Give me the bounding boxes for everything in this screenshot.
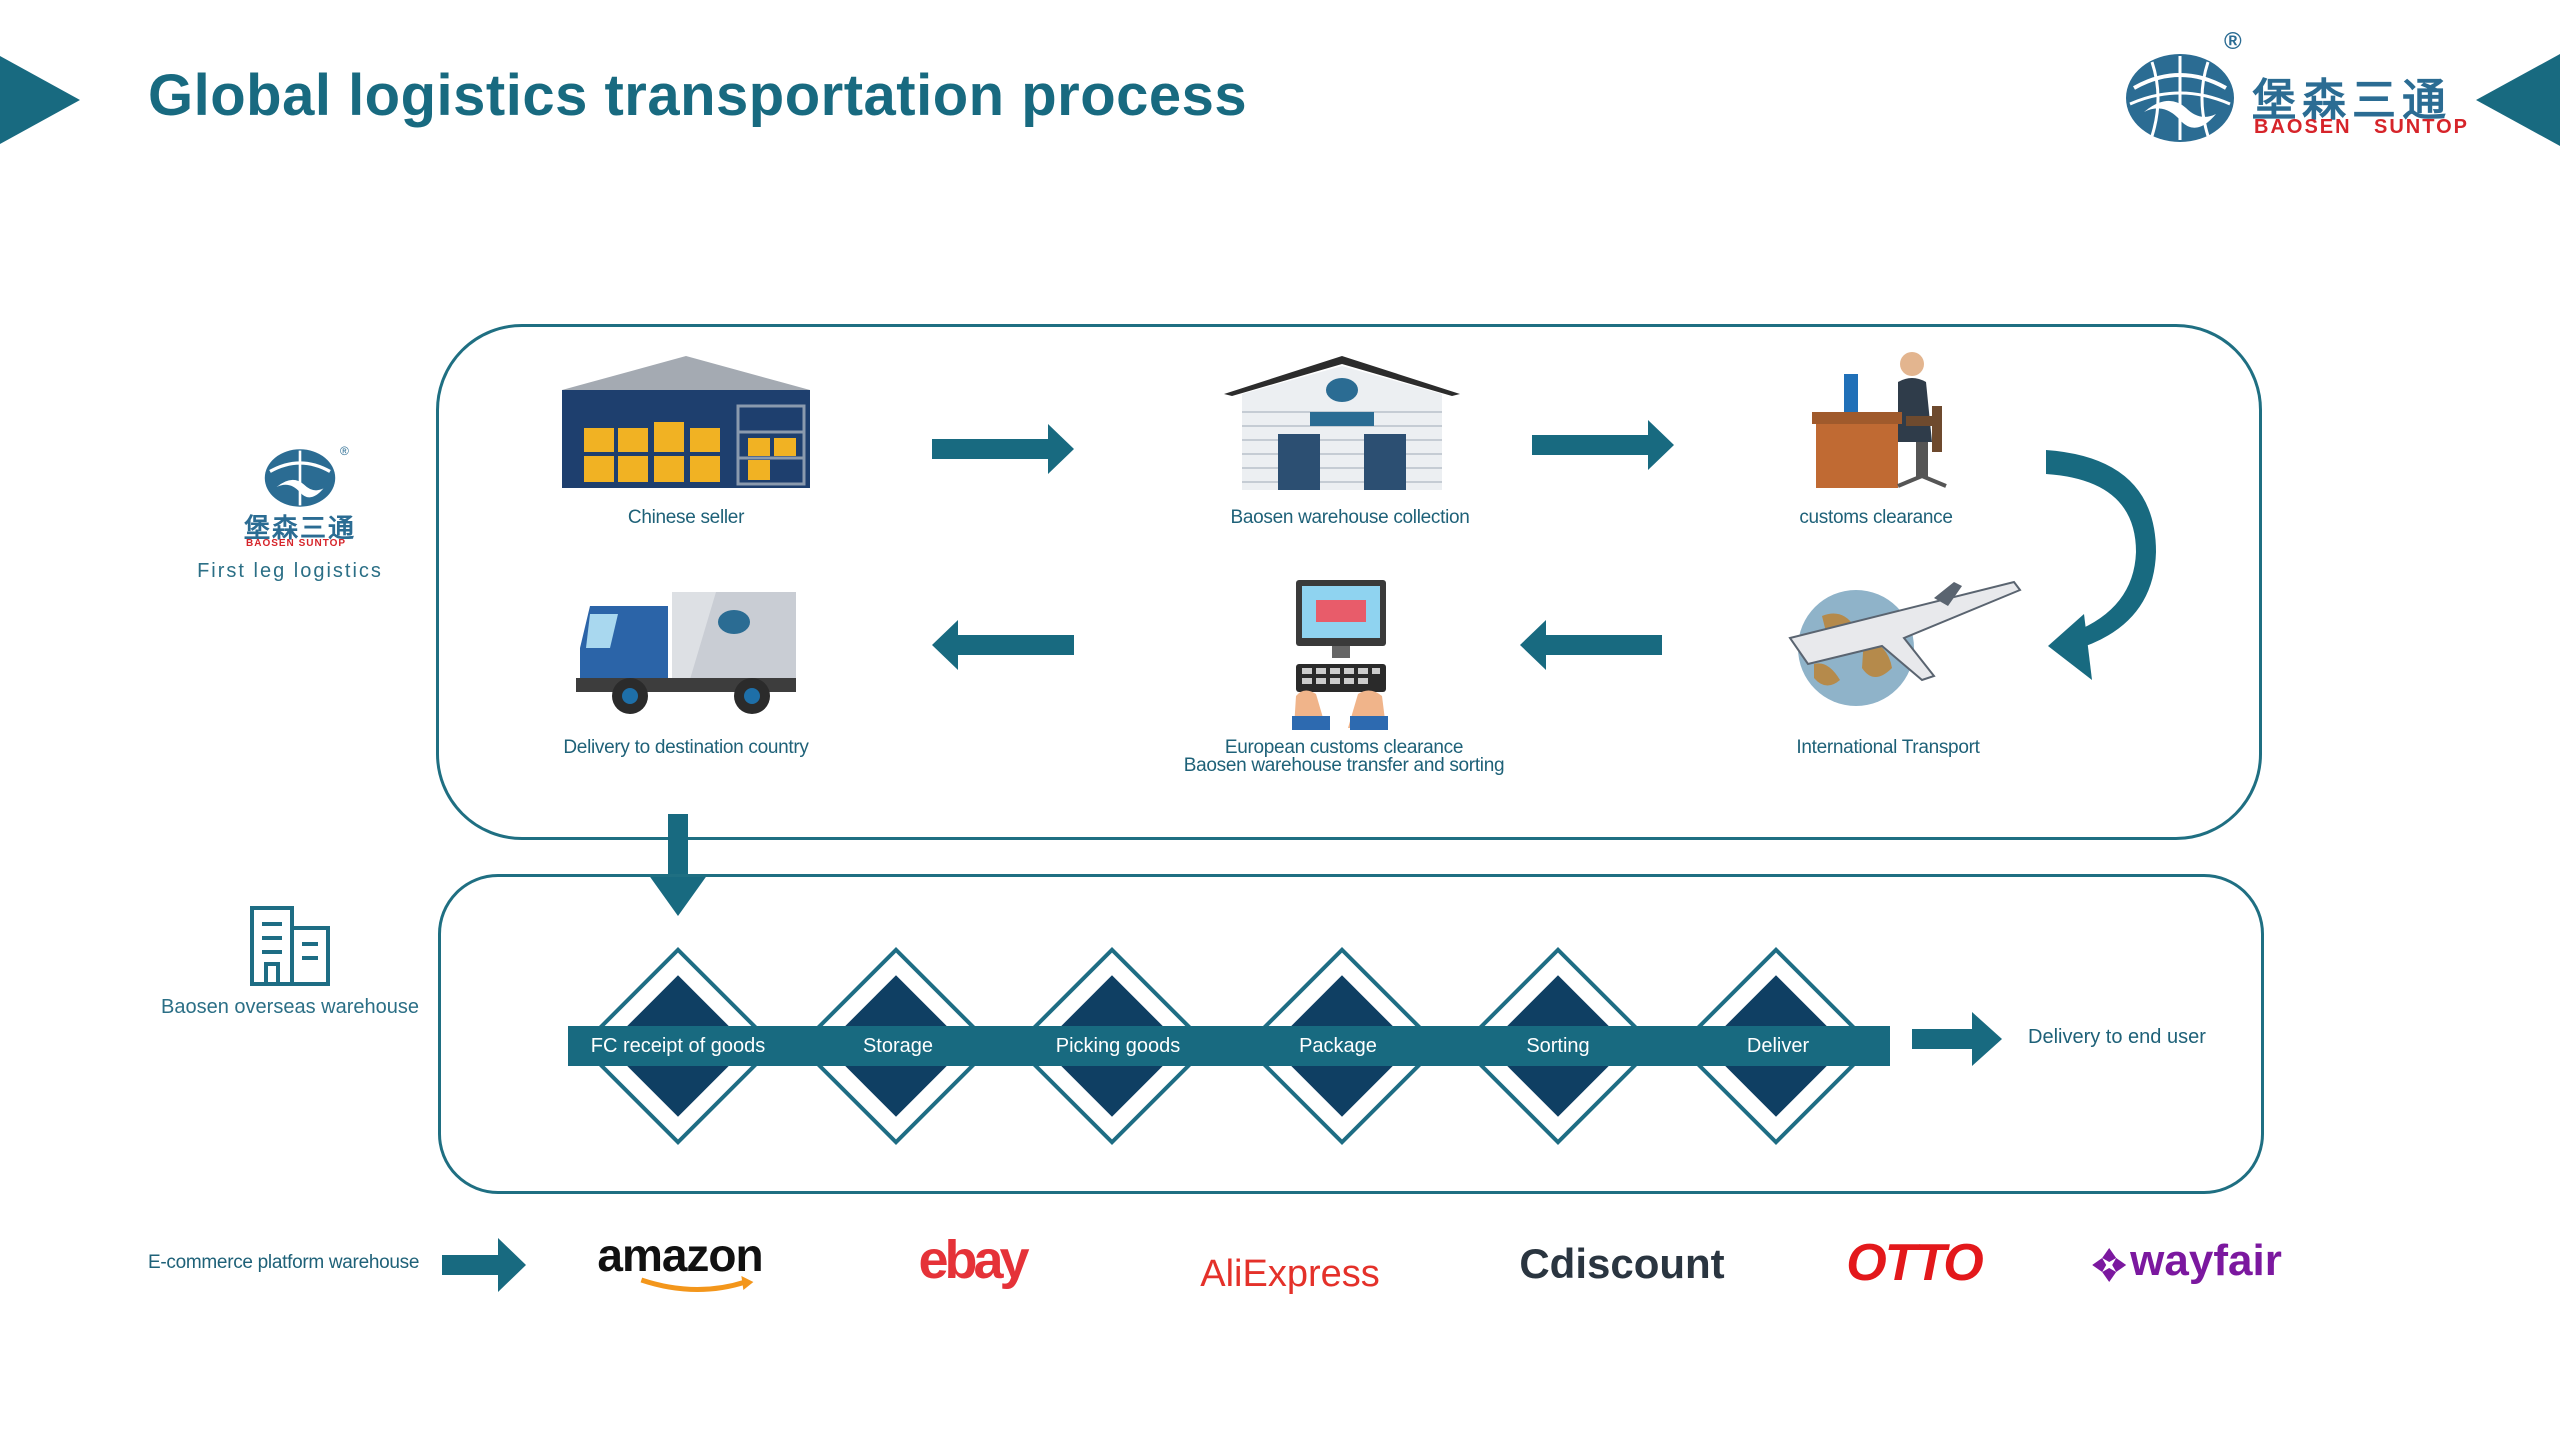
step-european-customs-label-1: European customs clearance xyxy=(1224,737,1464,758)
first-leg-label: First leg logistics xyxy=(197,560,383,582)
stage-deliver-label: Deliver xyxy=(1746,1035,1810,1057)
ecommerce-label: E-commerce platform warehouse xyxy=(148,1252,420,1273)
ebay-logo-text: ebay xyxy=(918,1230,1029,1290)
small-brand-en-left: BAOSEN xyxy=(246,538,295,549)
page-title: Global logistics transportation process xyxy=(148,63,1248,128)
arrow-right-icon xyxy=(932,424,1074,474)
step-baosen-collection-label: Baosen warehouse collection xyxy=(1230,507,1470,528)
arrow-down-icon xyxy=(648,814,708,916)
amazon-logo-text: amazon xyxy=(597,1229,763,1281)
aliexpress-logo: AliExpress xyxy=(1200,1254,1380,1294)
arrow-left-icon xyxy=(932,620,1074,670)
arrow-left-icon xyxy=(1520,620,1662,670)
wayfair-pinwheel-icon xyxy=(2092,1248,2127,1282)
ebay-logo: ebay xyxy=(918,1230,1029,1290)
brand-chinese-name: 堡森三通 xyxy=(2252,76,2452,125)
registered-mark: ® xyxy=(2224,28,2242,55)
office-worker-icon xyxy=(1812,352,1947,488)
left-corner-triangle xyxy=(0,56,80,144)
building-icon xyxy=(250,906,330,986)
brand-logo: 堡森三通 BAOSEN SUNTOP ® xyxy=(2124,28,2467,148)
otto-logo-text: OTTO xyxy=(1846,1234,1983,1292)
wayfair-logo-text: wayfair xyxy=(2130,1236,2282,1285)
overseas-warehouse-panel xyxy=(438,874,2264,1194)
overseas-warehouse-label: Baosen overseas warehouse xyxy=(161,996,419,1018)
stage-bar xyxy=(568,1026,1890,1066)
stage-package-label: Package xyxy=(1299,1035,1377,1057)
cdiscount-logo-text: Cdiscount xyxy=(1519,1240,1725,1287)
arrow-right-icon xyxy=(1532,420,1674,470)
storage-building-icon xyxy=(1224,356,1460,490)
stage-storage-label: Storage xyxy=(862,1035,934,1057)
step-chinese-seller-label: Chinese seller xyxy=(627,507,745,528)
warehouse-icon xyxy=(562,356,810,488)
stage-fc-receipt-label: FC receipt of goods xyxy=(590,1035,766,1057)
brand-english-right: SUNTOP xyxy=(2374,116,2469,138)
right-corner-triangle xyxy=(2476,54,2560,146)
small-registered-mark: ® xyxy=(340,444,349,458)
globe-logo-icon xyxy=(2126,54,2234,142)
first-leg-panel xyxy=(436,324,2262,840)
step-delivery-destination-label: Delivery to destination country xyxy=(563,737,809,758)
truck-icon xyxy=(576,592,796,714)
step-international-transport-label: International Transport xyxy=(1796,737,1980,758)
cdiscount-logo: Cdiscount xyxy=(1519,1242,1724,1286)
amazon-logo: amazon xyxy=(597,1229,764,1293)
first-leg-logo: ® 堡森三通 BAOSEN SUNTOP xyxy=(240,444,360,549)
small-brand-en: BAOSEN SUNTOP xyxy=(246,538,346,549)
otto-logo: OTTO xyxy=(1846,1234,1983,1292)
small-globe-logo-icon xyxy=(264,449,336,507)
small-brand-cn: 堡森三通 xyxy=(244,513,357,543)
step-customs-clearance-label: customs clearance xyxy=(1799,507,1953,528)
aliexpress-logo-text: AliExpress xyxy=(1200,1253,1380,1295)
end-user-label: Delivery to end user xyxy=(2028,1026,2206,1048)
small-brand-en-right: SUNTOP xyxy=(298,538,347,549)
brand-english-left: BAOSEN xyxy=(2254,116,2352,138)
step-european-customs-label-2: Baosen warehouse transfer and sorting xyxy=(1183,755,1505,776)
arrow-right-icon xyxy=(1912,1012,2002,1066)
arrow-right-icon xyxy=(442,1238,526,1292)
wayfair-logo: wayfair xyxy=(2092,1236,2282,1286)
amazon-smile-icon xyxy=(640,1276,754,1293)
stage-picking-label: Picking goods xyxy=(1055,1035,1181,1057)
airplane-globe-icon xyxy=(1788,580,2022,706)
curved-arrow-icon xyxy=(2046,450,2156,680)
computer-keyboard-icon xyxy=(1292,580,1388,730)
stage-sorting-label: Sorting xyxy=(1526,1035,1590,1057)
